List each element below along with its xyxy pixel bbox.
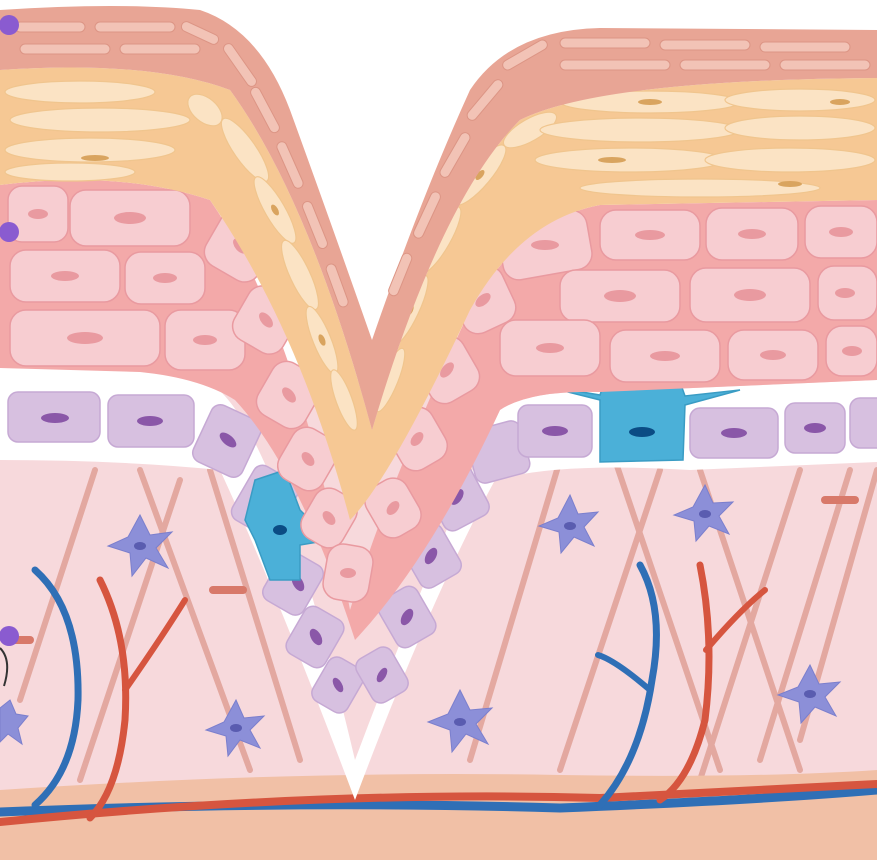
hypodermis-layer	[0, 770, 877, 860]
